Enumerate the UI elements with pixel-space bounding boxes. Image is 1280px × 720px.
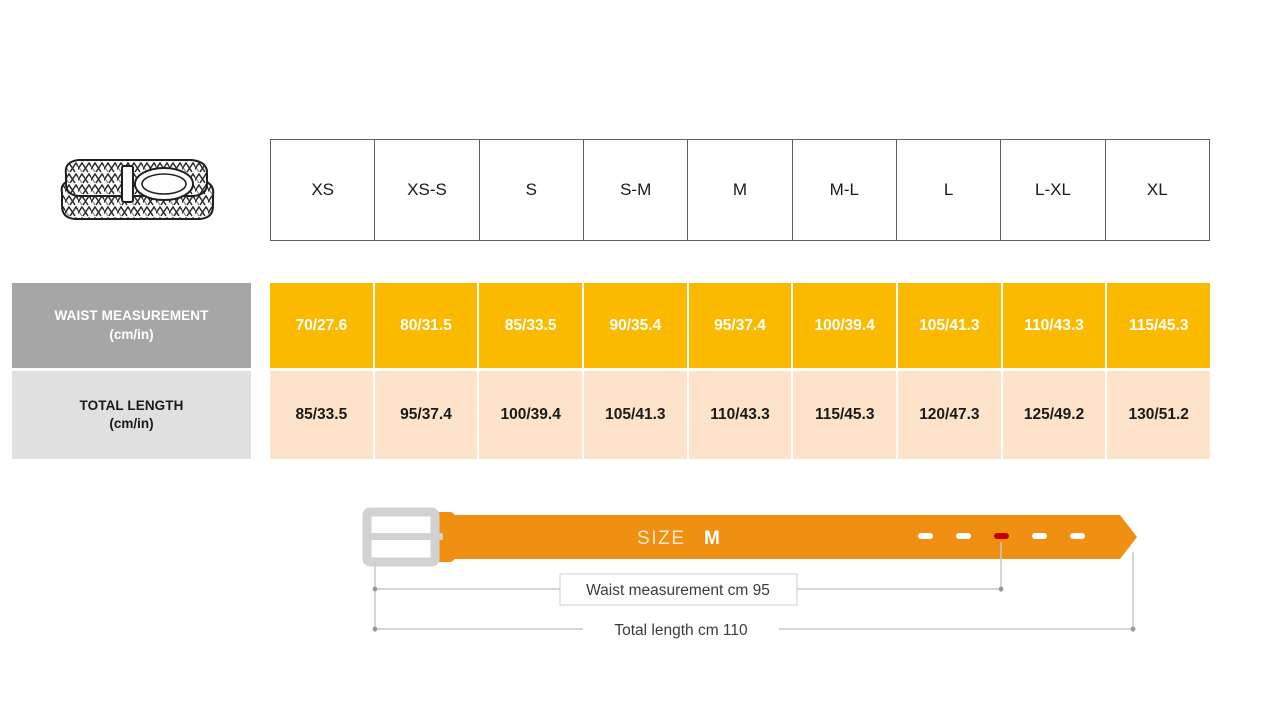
diagram-size-value: M bbox=[704, 528, 720, 549]
belt-strap bbox=[450, 515, 1137, 559]
size-header-cell-m: M bbox=[687, 139, 793, 241]
length-value-m: 110/43.3 bbox=[688, 371, 794, 459]
waist-dimension-label: Waist measurement cm 95 bbox=[586, 582, 770, 599]
belt-hole-5 bbox=[1070, 533, 1085, 539]
belt-measurement-diagram: SIZE M Waist measurement cm 95 Total len… bbox=[362, 507, 1137, 642]
total-dim-end-marker bbox=[1130, 626, 1136, 632]
buckle-prong-bar bbox=[363, 533, 443, 540]
waist-value-l: 105/41.3 bbox=[898, 283, 1003, 368]
belt-hole-4 bbox=[1032, 533, 1047, 539]
waist-measurement-row: WAIST MEASUREMENT (cm/in) 70/27.6 80/31.… bbox=[12, 283, 1211, 368]
belt-hole-1 bbox=[918, 533, 933, 539]
length-value-xs: 85/33.5 bbox=[270, 371, 375, 459]
waist-dim-end-marker bbox=[998, 586, 1004, 592]
waist-value-s-m: 90/35.4 bbox=[584, 283, 689, 368]
belt-hole-2 bbox=[956, 533, 971, 539]
total-length-value-cells: 85/33.5 95/37.4 100/39.4 105/41.3 110/43… bbox=[270, 371, 1211, 459]
waist-value-xl: 115/45.3 bbox=[1107, 283, 1211, 368]
length-value-m-l: 115/45.3 bbox=[793, 371, 899, 459]
size-header-cell-xl: XL bbox=[1104, 139, 1210, 241]
waist-value-xs: 70/27.6 bbox=[270, 283, 375, 368]
total-label-backdrop bbox=[583, 616, 779, 642]
waist-label-box bbox=[559, 573, 798, 606]
waist-label-main: WAIST MEASUREMENT bbox=[54, 308, 209, 324]
waist-value-m-l: 100/39.4 bbox=[793, 283, 899, 368]
waist-value-m: 95/37.4 bbox=[688, 283, 794, 368]
belt-hole-3-highlighted bbox=[994, 533, 1009, 539]
total-dim-start-marker bbox=[372, 626, 378, 632]
size-header-cell-l: L bbox=[895, 139, 1002, 241]
size-header-cell-xs-s: XS-S bbox=[374, 139, 480, 241]
size-header-cell-l-xl: L-XL bbox=[1000, 139, 1106, 241]
size-header-cell-m-l: M-L bbox=[791, 139, 897, 241]
length-value-s: 100/39.4 bbox=[479, 371, 585, 459]
size-header-cell-s: S bbox=[478, 139, 584, 241]
diagram-size-prefix: SIZE bbox=[637, 528, 686, 549]
waist-value-xs-s: 80/31.5 bbox=[374, 283, 480, 368]
braided-belt-illustration bbox=[60, 159, 215, 220]
size-header-cell-s-m: S-M bbox=[582, 139, 689, 241]
waist-value-s: 85/33.5 bbox=[479, 283, 585, 368]
waist-dim-start-marker bbox=[372, 586, 378, 592]
length-label-unit: (cm/in) bbox=[109, 416, 154, 431]
waist-value-l-xl: 110/43.3 bbox=[1002, 283, 1108, 368]
length-value-l-xl: 125/49.2 bbox=[1002, 371, 1108, 459]
length-label-main: TOTAL LENGTH bbox=[79, 397, 184, 413]
waist-label-unit: (cm/in) bbox=[109, 326, 154, 342]
total-length-row: TOTAL LENGTH (cm/in) 85/33.5 95/37.4 100… bbox=[12, 371, 1211, 459]
total-length-label: TOTAL LENGTH (cm/in) bbox=[12, 371, 251, 459]
length-value-l: 120/47.3 bbox=[898, 371, 1003, 459]
waist-value-cells: 70/27.6 80/31.5 85/33.5 90/35.4 95/37.4 … bbox=[270, 283, 1211, 368]
size-header-row: XS XS-S S S-M M M-L L L-XL XL bbox=[270, 139, 1210, 241]
total-length-dimension-label: Total length cm 110 bbox=[614, 622, 748, 639]
length-value-xl: 130/51.2 bbox=[1107, 371, 1211, 459]
length-value-s-m: 105/41.3 bbox=[584, 371, 689, 459]
size-header-cell-xs: XS bbox=[270, 139, 376, 241]
waist-measurement-label: WAIST MEASUREMENT (cm/in) bbox=[12, 283, 251, 368]
length-value-xs-s: 95/37.4 bbox=[374, 371, 480, 459]
